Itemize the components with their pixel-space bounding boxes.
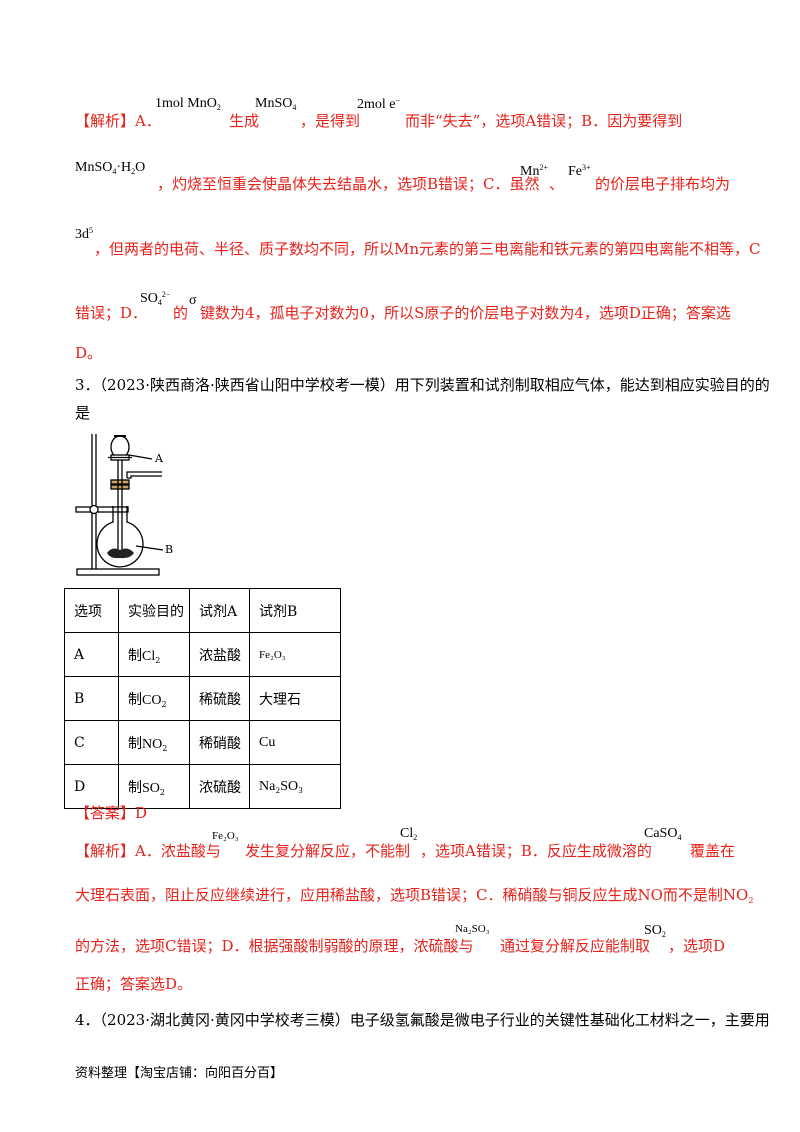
formula-na2so3: Na₂SO₃ <box>455 923 490 935</box>
apparatus-label-a: A <box>155 452 163 465</box>
analysis-tag: 【解析】 <box>75 842 136 860</box>
analysis-text: 正确；答案选D。 <box>75 975 193 993</box>
table-row: B 制CO2 稀硫酸 大理石 <box>64 676 341 721</box>
analysis-text: 的方法，选项C错误；D．根据强酸制弱酸的原理，浓硫酸与 <box>75 937 474 955</box>
apparatus-diagram <box>75 434 164 576</box>
table-header-row: 选项 实验目的 试剂A 试剂B <box>64 588 341 633</box>
table-cell: 浓硫酸 <box>189 764 250 809</box>
analysis-text: ，选项D <box>668 937 726 955</box>
analysis-text: 而非“失去”，选项A错误；B．因为要得到 <box>405 112 683 130</box>
analysis-text: 键数为4，孤电子对数为0，所以S原子的价层电子对数为4，选项D正确；答案选 <box>200 304 731 322</box>
analysis-text: 错误；D． <box>75 304 148 322</box>
analysis-text: 通过复分解反应能制取 <box>500 937 651 955</box>
analysis-text: 的价层电子排布均为 <box>595 175 731 193</box>
table-cell: A <box>64 632 119 677</box>
analysis-line: 【解析】A．浓盐酸与 <box>75 842 221 860</box>
analysis-text: 发生复分解反应，不能制 <box>245 842 411 860</box>
table-cell: Fe₂O₃ <box>249 632 341 677</box>
table-header-cell: 实验目的 <box>118 588 190 633</box>
apparatus-label-b: B <box>165 543 174 556</box>
table-cell: 浓盐酸 <box>189 632 250 677</box>
analysis-text: D。 <box>75 344 103 362</box>
analysis-text: ，灼烧至恒重会使晶体失去结晶水，选项B错误；C．虽然 <box>157 175 540 193</box>
table-cell: 制SO2 <box>118 764 190 809</box>
formula-2mol-e: 2mol e− <box>357 96 401 112</box>
table-cell: B <box>64 676 119 721</box>
question-stem: 3．（2023·陕西商洛·陕西省山阳中学校考一模）用下列装置和试剂制取相应气体，… <box>75 376 770 394</box>
formula-fe3plus: Fe3+ <box>568 163 591 179</box>
formula-mn2plus: Mn2+ <box>520 163 548 179</box>
table-cell: 稀硫酸 <box>189 676 250 721</box>
formula-cl2: Cl2 <box>400 826 418 842</box>
formula-fe2o3: Fe₂O₃ <box>212 830 239 842</box>
table-cell: Na₂SO₃ <box>249 764 341 809</box>
formula-mnso4: MnSO4 <box>255 96 297 112</box>
footer-text: 资料整理【淘宝店铺：向阳百分百】 <box>75 1066 284 1081</box>
table-row: D 制SO2 浓硫酸 Na₂SO₃ <box>64 764 341 809</box>
formula-so2: SO2 <box>644 923 666 939</box>
table-row: C 制NO2 稀硝酸 Cu <box>64 720 341 765</box>
formula-mno2: 1mol MnO2 <box>155 96 221 112</box>
analysis-tag: 【解析】 <box>75 112 136 130</box>
table-header-cell: 试剂A <box>189 588 250 633</box>
table-cell: 稀硝酸 <box>189 720 250 765</box>
formula-so4-2minus: SO42− <box>140 290 171 307</box>
table-header-cell: 选项 <box>64 588 119 633</box>
analysis-text: 覆盖在 <box>690 842 736 860</box>
table-cell: 大理石 <box>249 676 341 721</box>
analysis-text: 生成 <box>229 112 260 130</box>
analysis-text: ，但两者的电荷、半径、质子数均不同，所以Mn元素的第三电离能和铁元素的第四电离能… <box>94 240 761 258</box>
formula-sigma: σ <box>189 293 197 308</box>
answer-line: 【答案】D <box>75 804 148 822</box>
analysis-text: 的 <box>173 304 189 322</box>
analysis-text: ，是得到 <box>300 112 361 130</box>
table-cell: 制CO2 <box>118 676 190 721</box>
formula-caso4: CaSO4 <box>644 826 682 842</box>
formula-3d5: 3d5 <box>75 226 93 242</box>
table-cell: Cu <box>249 720 341 765</box>
table-cell: 制Cl2 <box>118 632 190 677</box>
options-table: 选项 实验目的 试剂A 试剂B A 制Cl2 浓盐酸 Fe₂O₃ B 制CO2 … <box>64 588 341 809</box>
formula-mnso4-h2o: MnSO4·H2O <box>75 160 146 176</box>
table-header-cell: 试剂B <box>249 588 341 633</box>
question-stem: 是 <box>75 404 91 422</box>
table-row: A 制Cl2 浓盐酸 Fe₂O₃ <box>64 632 341 677</box>
analysis-text: 大理石表面，阻止反应继续进行，应用稀盐酸，选项B错误；C．稀硝酸与铜反应生成NO… <box>75 886 754 905</box>
question-stem: 4．（2023·湖北黄冈·黄冈中学校考三模）电子级氢氟酸是微电子行业的关键性基础… <box>75 1011 770 1029</box>
table-cell: C <box>64 720 119 765</box>
analysis-text: ，选项A错误；B．反应生成微溶的 <box>420 842 652 860</box>
analysis-text: 、 <box>549 175 565 193</box>
table-cell: 制NO2 <box>118 720 190 765</box>
analysis-line: 【解析】A． <box>75 112 161 130</box>
